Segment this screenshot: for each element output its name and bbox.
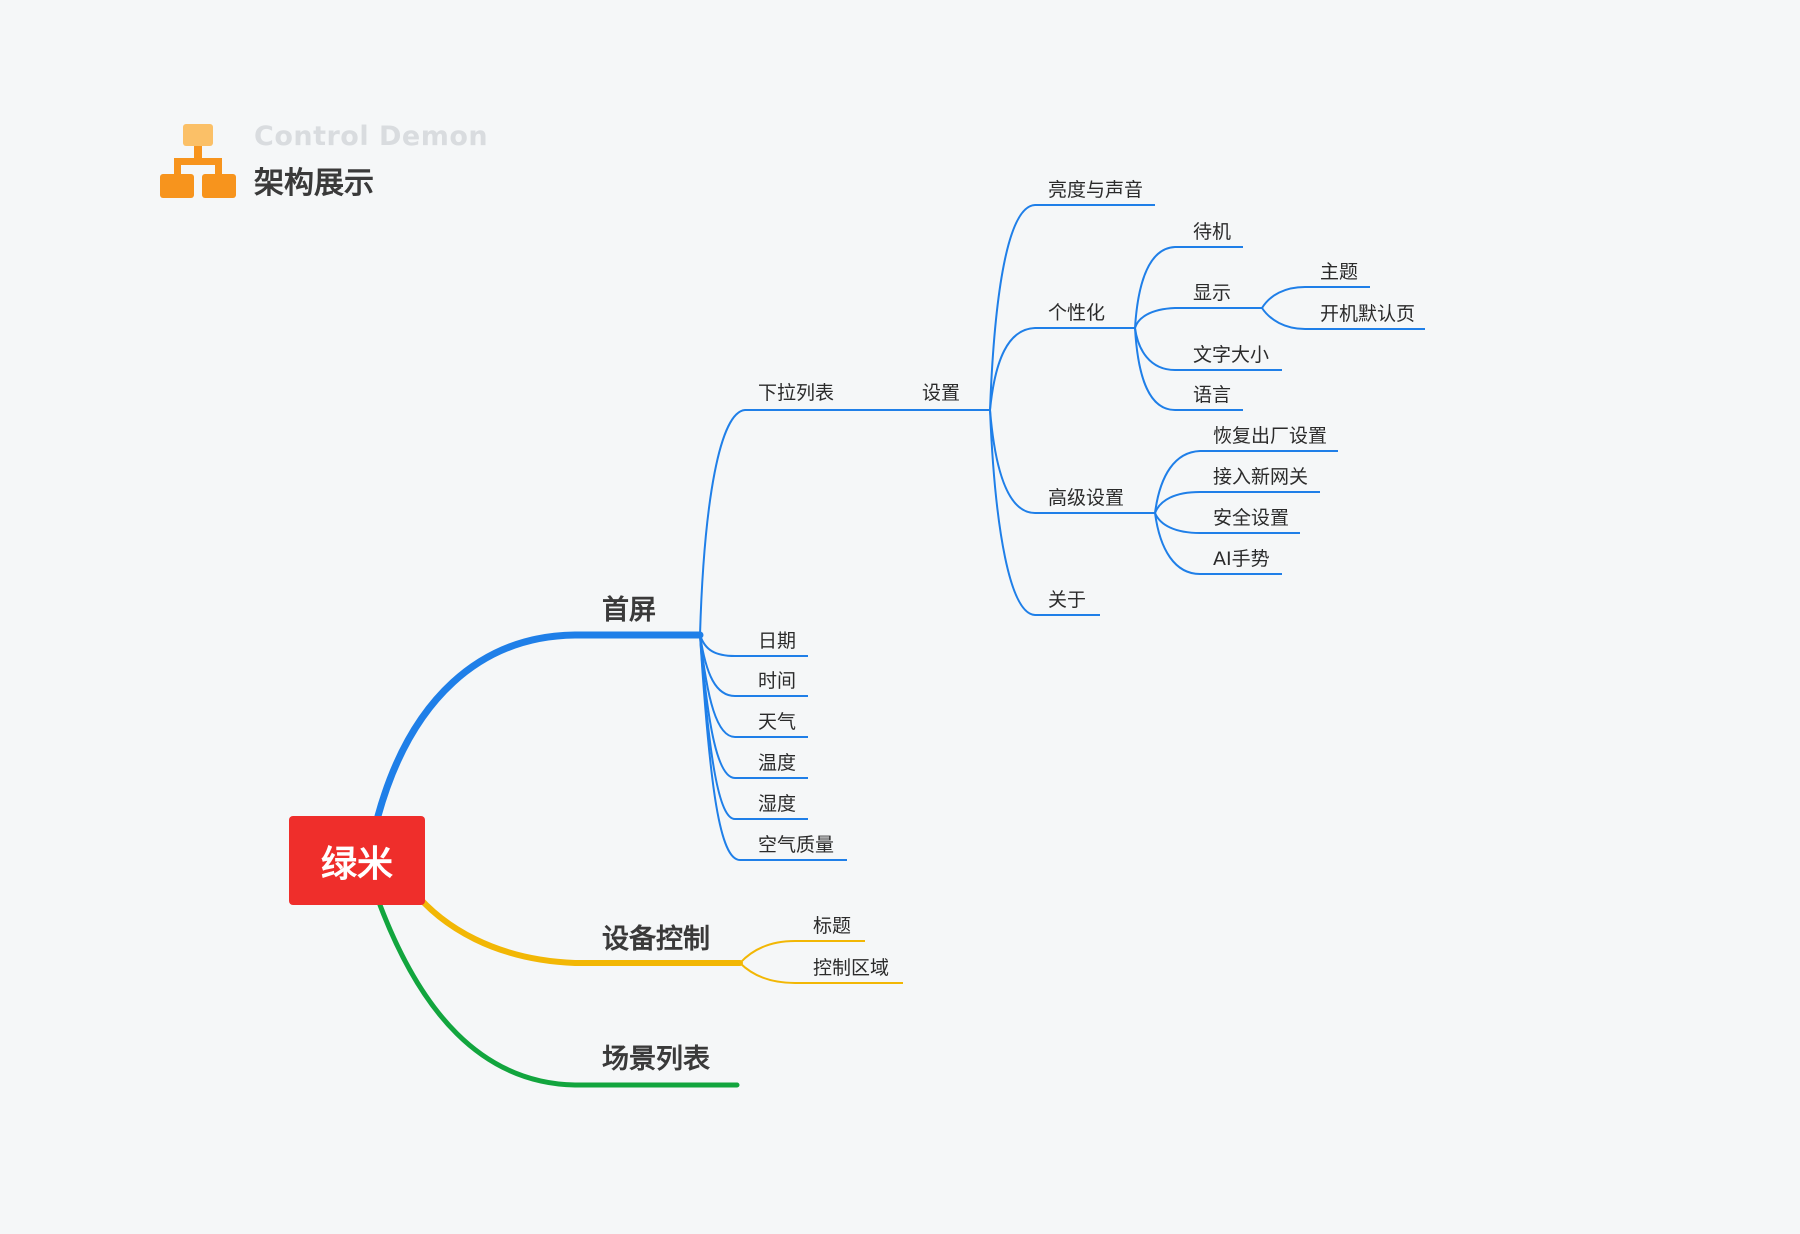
brand-subtitle: Control Demon xyxy=(254,121,489,152)
branch-scene-connector xyxy=(377,902,740,1088)
page-title: 架构展示 xyxy=(254,166,374,201)
node-device-control: 设备控制 xyxy=(602,924,710,955)
connector-ai-gesture xyxy=(1154,512,1282,575)
node-security: 安全设置 xyxy=(1213,507,1289,529)
node-boot-page: 开机默认页 xyxy=(1320,303,1415,325)
node-humidity: 湿度 xyxy=(758,793,796,815)
connector-theme xyxy=(1261,286,1370,309)
node-font-size: 文字大小 xyxy=(1193,344,1269,366)
connector-new-gateway xyxy=(1154,491,1320,514)
node-control-area: 控制区域 xyxy=(813,957,889,979)
node-standby: 待机 xyxy=(1193,221,1231,243)
node-time: 时间 xyxy=(758,670,796,692)
connector-factory-reset xyxy=(1154,450,1338,514)
root-node: 绿米 xyxy=(289,816,425,905)
node-about: 关于 xyxy=(1048,589,1086,611)
connector-brightness xyxy=(989,204,1155,411)
node-settings: 设置 xyxy=(922,382,960,404)
connector-security xyxy=(1154,512,1300,534)
connector-date xyxy=(699,634,808,657)
branch-home-connector xyxy=(374,631,704,820)
node-home: 首屏 xyxy=(602,594,656,626)
connector-display xyxy=(1134,307,1262,329)
node-advanced: 高级设置 xyxy=(1048,487,1124,509)
node-temperature: 温度 xyxy=(758,752,796,774)
connector-language xyxy=(1134,327,1243,411)
node-brightness-sound: 亮度与声音 xyxy=(1048,179,1143,201)
node-ai-gesture: AI手势 xyxy=(1213,548,1270,570)
org-chart-icon xyxy=(160,124,236,198)
connector-control-area xyxy=(739,962,903,984)
node-dropdown: 下拉列表 xyxy=(758,382,834,404)
connector-personalize xyxy=(989,327,1135,411)
node-language: 语言 xyxy=(1193,384,1231,406)
node-personalize: 个性化 xyxy=(1048,302,1105,324)
node-air-quality: 空气质量 xyxy=(758,834,834,856)
node-factory-reset: 恢复出厂设置 xyxy=(1213,425,1327,447)
node-weather: 天气 xyxy=(758,711,796,733)
node-device-title: 标题 xyxy=(813,915,851,937)
connector-dropdown xyxy=(699,409,990,636)
node-date: 日期 xyxy=(758,630,796,652)
node-display: 显示 xyxy=(1193,282,1231,304)
connector-boot-page xyxy=(1261,307,1425,330)
connector-device-title xyxy=(739,940,865,964)
connector-air xyxy=(699,634,847,861)
connector-advanced xyxy=(989,409,1155,514)
connector-standby xyxy=(1134,246,1243,329)
node-theme: 主题 xyxy=(1320,261,1358,283)
node-new-gateway: 接入新网关 xyxy=(1213,466,1308,488)
node-scene-list: 场景列表 xyxy=(602,1044,710,1075)
connector-about xyxy=(989,409,1100,616)
